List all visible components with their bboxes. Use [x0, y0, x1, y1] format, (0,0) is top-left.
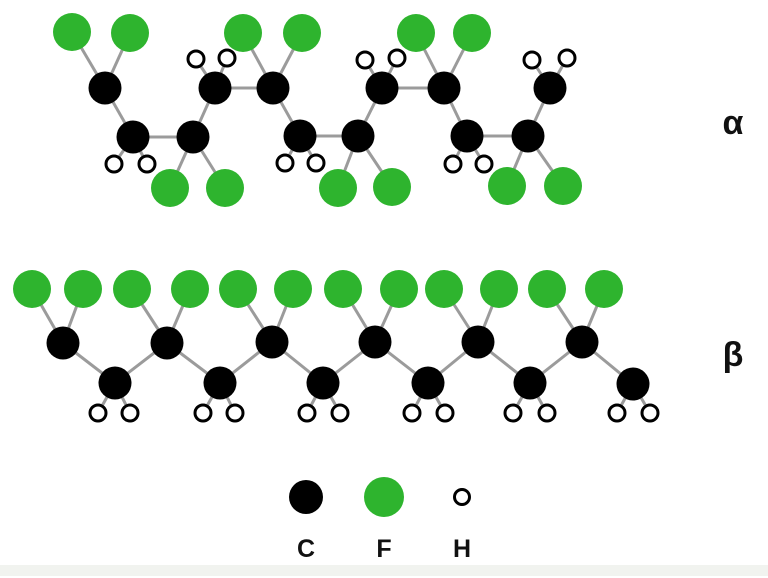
carbon-atom: [513, 366, 547, 400]
fluorine-atom: [283, 14, 321, 52]
hydrogen-atom: [297, 403, 317, 423]
carbon-atom: [46, 326, 80, 360]
carbon-dot-holder: [289, 475, 323, 519]
carbon-legend-label: C: [296, 535, 316, 563]
fluorine-atom: [397, 14, 435, 52]
carbon-atom: [427, 71, 461, 105]
hydrogen-atom: [104, 154, 124, 174]
hydrogen-atom: [306, 153, 326, 173]
fluorine-atom: [544, 167, 582, 205]
fluorine-atom: [425, 270, 463, 308]
hydrogen-atom: [193, 403, 213, 423]
hydrogen-atom: [120, 403, 140, 423]
fluorine-atom: [453, 14, 491, 52]
hydrogen-atom: [137, 154, 157, 174]
carbon-atom: [358, 325, 392, 359]
structure-beta: [13, 270, 660, 423]
fluorine-dot-holder: [364, 475, 404, 519]
fluorine-atom: [219, 270, 257, 308]
carbon-atom: [306, 366, 340, 400]
carbon-atom: [255, 325, 289, 359]
legend-item-carbon: C: [266, 475, 346, 562]
fluorine-atom: [151, 169, 189, 207]
hydrogen-atom: [522, 50, 542, 70]
fluorine-atom: [224, 14, 262, 52]
fluorine-atom: [206, 169, 244, 207]
hydrogen-atom: [607, 403, 627, 423]
hydrogen-dot-holder: [453, 475, 471, 519]
hydrogen-legend-dot: [453, 488, 471, 506]
hydrogen-atom: [225, 403, 245, 423]
fluorine-atom: [274, 270, 312, 308]
carbon-atom: [565, 325, 599, 359]
legend-item-fluorine: F: [344, 475, 424, 562]
carbon-atom: [461, 325, 495, 359]
fluorine-atom: [171, 270, 209, 308]
beta-phase-label: β: [722, 335, 744, 374]
carbon-atom: [150, 326, 184, 360]
fluorine-atom: [53, 13, 91, 51]
hydrogen-atom: [474, 154, 494, 174]
carbon-atom: [116, 120, 150, 154]
carbon-atom: [198, 71, 232, 105]
hydrogen-atom: [503, 403, 523, 423]
carbon-atom: [256, 71, 290, 105]
alpha-phase-label: α: [722, 103, 744, 142]
carbon-atom: [88, 71, 122, 105]
fluorine-atom: [324, 270, 362, 308]
carbon-atom: [450, 119, 484, 153]
hydrogen-atom: [387, 48, 407, 68]
carbon-atom: [365, 71, 399, 105]
hydrogen-atom: [640, 403, 660, 423]
hydrogen-atom: [186, 49, 206, 69]
fluorine-atom: [319, 169, 357, 207]
fluorine-atom: [528, 270, 566, 308]
hydrogen-atom: [217, 48, 237, 68]
hydrogen-atom: [355, 50, 375, 70]
carbon-atom: [616, 367, 650, 401]
carbon-atom: [283, 119, 317, 153]
fluorine-atom: [113, 270, 151, 308]
fluorine-atom: [480, 270, 518, 308]
carbon-atom: [411, 366, 445, 400]
fluorine-legend-dot: [364, 477, 404, 517]
hydrogen-atom: [275, 153, 295, 173]
hydrogen-atom: [330, 403, 350, 423]
hydrogen-atom: [88, 403, 108, 423]
carbon-legend-dot: [289, 480, 323, 514]
carbon-atom: [533, 71, 567, 105]
hydrogen-atom: [557, 48, 577, 68]
hydrogen-atom: [402, 403, 422, 423]
fluorine-atom: [373, 168, 411, 206]
fluorine-atom: [13, 270, 51, 308]
hydrogen-atom: [443, 154, 463, 174]
bottom-border-strip: [0, 565, 768, 576]
structure-alpha: [53, 13, 582, 207]
hydrogen-atom: [537, 403, 557, 423]
fluorine-atom: [64, 270, 102, 308]
carbon-atom: [98, 366, 132, 400]
hydrogen-legend-label: H: [452, 535, 472, 563]
carbon-atom: [511, 119, 545, 153]
fluorine-atom: [380, 270, 418, 308]
fluorine-atom: [585, 270, 623, 308]
fluorine-legend-label: F: [376, 535, 392, 563]
fluorine-atom: [111, 14, 149, 52]
carbon-atom: [203, 366, 237, 400]
carbon-atom: [176, 120, 210, 154]
fluorine-atom: [488, 167, 526, 205]
legend-item-hydrogen: H: [422, 475, 502, 562]
hydrogen-atom: [435, 403, 455, 423]
carbon-atom: [341, 119, 375, 153]
